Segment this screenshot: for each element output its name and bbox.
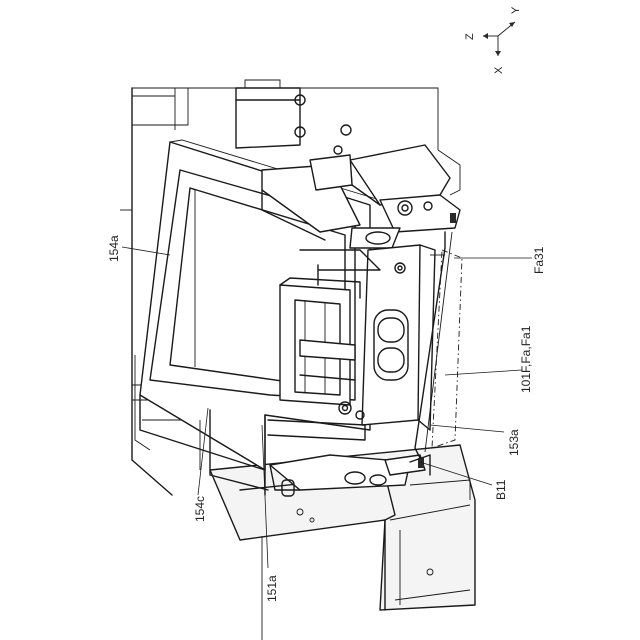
- label-101F: 101F,Fa,Fa1: [519, 325, 533, 393]
- plate-153a: [362, 245, 435, 430]
- axis-label-y: Y: [510, 6, 522, 14]
- label-153a: 153a: [507, 429, 521, 456]
- label-Fa31: Fa31: [532, 246, 546, 274]
- axis-indicator: Y Z X: [464, 6, 522, 74]
- axis-label-z: Z: [464, 33, 476, 40]
- axis-label-x: X: [493, 66, 505, 74]
- z-arrowhead-icon: [483, 33, 488, 39]
- label-151a: 151a: [265, 575, 279, 602]
- label-154c: 154c: [193, 496, 207, 522]
- x-arrowhead-icon: [495, 51, 501, 56]
- label-B11: B11: [494, 479, 508, 500]
- label-154a: 154a: [107, 235, 121, 262]
